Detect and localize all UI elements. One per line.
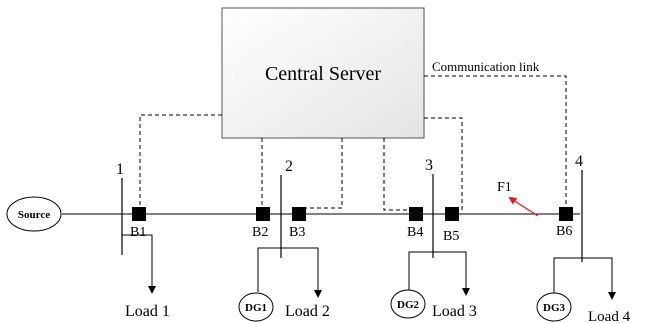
- dg-feeder-2: [408, 251, 433, 290]
- comm-link-b1: [139, 114, 222, 208]
- load-feeder-4: [582, 257, 616, 300]
- dg-feeder-3: [553, 257, 582, 293]
- comm-link-b3: [302, 138, 343, 209]
- breaker-label-b1: B1: [130, 225, 146, 240]
- dg-3: DG3: [536, 292, 572, 322]
- central-server: Central Server: [221, 7, 425, 139]
- bus-label-1: 1: [116, 161, 124, 178]
- source: Source: [6, 196, 62, 232]
- breaker-label-b4: B4: [407, 225, 423, 240]
- breaker-label-b5: B5: [443, 229, 459, 244]
- bus-label-4: 4: [575, 153, 583, 170]
- fault-label: F1: [497, 180, 512, 195]
- dg-label-2: DG2: [397, 299, 420, 311]
- comm-link-b6: [424, 75, 567, 208]
- breaker-label-b2: B2: [252, 225, 268, 240]
- breaker-b2: [256, 207, 270, 221]
- load-label-3: Load 3: [432, 303, 477, 320]
- dg-label-1: DG1: [245, 302, 267, 314]
- bus-label-2: 2: [285, 158, 293, 175]
- breaker-b6: [559, 207, 573, 221]
- breaker-b1: [132, 207, 146, 221]
- load-feeder-2: [281, 247, 322, 298]
- dg-feeder-1: [257, 247, 281, 292]
- comm-link-b4: [383, 138, 416, 211]
- breaker-b3: [292, 207, 306, 221]
- breaker-b4: [409, 207, 423, 221]
- load-label-2: Load 2: [285, 303, 330, 320]
- dg-label-3: DG3: [543, 302, 566, 314]
- load-feeder-3: [433, 251, 470, 296]
- dg-1: DG1: [238, 292, 274, 322]
- central-server-label: Central Server: [265, 63, 381, 85]
- breakers: [132, 207, 573, 221]
- load-feeder-1: [122, 234, 156, 294]
- breaker-label-b6: B6: [556, 224, 572, 239]
- breaker-b5: [445, 207, 459, 221]
- fault-arrow: [508, 196, 539, 217]
- load-label-1: Load 1: [125, 303, 170, 320]
- source-label: Source: [18, 209, 50, 221]
- bus-label-3: 3: [425, 157, 433, 174]
- communication-link-label: Communication link: [432, 59, 540, 74]
- load-label-4: Load 4: [588, 309, 631, 323]
- breaker-label-b3: B3: [289, 225, 305, 240]
- dg-2: DG2: [390, 289, 426, 319]
